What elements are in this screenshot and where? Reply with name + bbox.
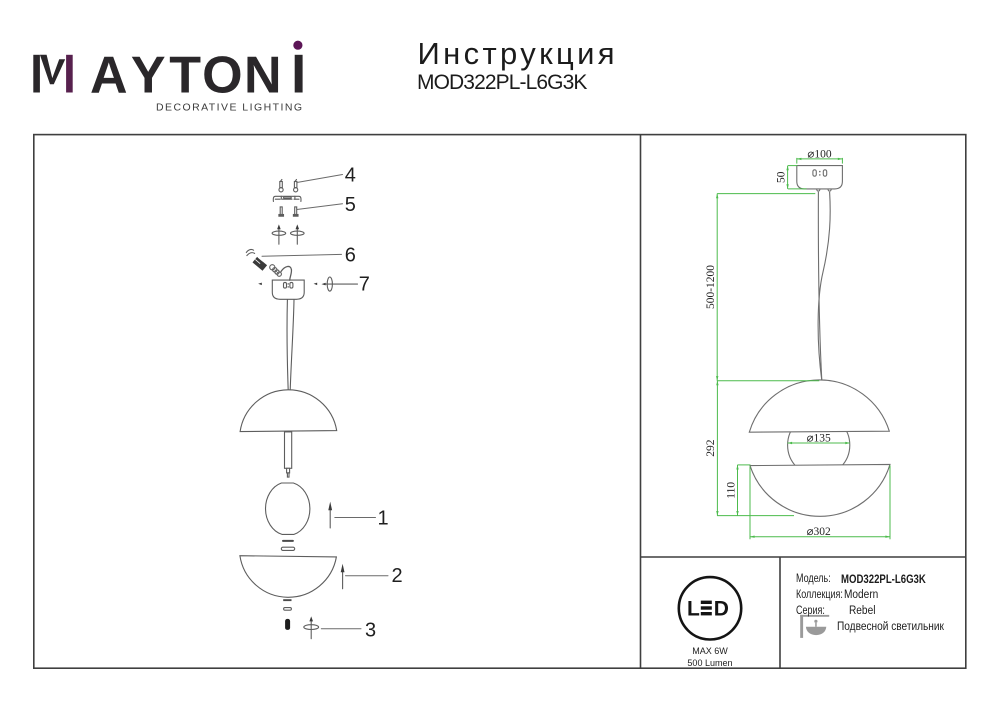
dim-body-height: 292 (705, 439, 717, 457)
bowl-ring (283, 607, 292, 611)
led-luminous-flux: 500 Lumen (687, 658, 733, 670)
part-labels: 1 2 3 4 5 6 7 (345, 165, 403, 642)
bracket-screws (278, 206, 299, 217)
finial (285, 618, 291, 630)
dim-sphere-diameter: ⌀135 (807, 432, 831, 444)
maytoni-logo: A Y T O N DECORATIVE LIGHTING (33, 40, 304, 114)
logo-letter-i (293, 40, 303, 93)
dim-canopy-diameter: ⌀100 (807, 148, 831, 160)
spec-label-model: Модель: (795, 572, 831, 585)
part-label-6: 6 (345, 245, 356, 267)
part-label-7: 7 (359, 273, 370, 295)
leader-lines (261, 174, 389, 630)
dim-canopy (796, 165, 843, 190)
canopy-exploded (258, 279, 318, 300)
anchor-screws (278, 178, 299, 193)
page-model-code: MOD322PL-L6G3K (417, 71, 587, 94)
dimension-lines (716, 157, 891, 540)
dim-canopy-height: 50 (775, 171, 787, 183)
canopy-side-screw (321, 276, 359, 292)
dim-cable (817, 191, 823, 381)
logo-letter: O (202, 47, 242, 105)
led-badge: L D (677, 575, 743, 641)
logo-tagline: DECORATIVE LIGHTING (156, 102, 304, 114)
spec-label-collection: Коллекция: (795, 588, 843, 601)
led-text-e (700, 600, 712, 616)
dim-bowl-height: 110 (725, 482, 737, 499)
suspension-cable-exploded (286, 299, 295, 391)
logo-m-purple-bar (66, 54, 73, 93)
dim-bowl (749, 463, 891, 517)
panel-frames (32, 133, 967, 669)
spec-value-model: MOD322PL-L6G3K (841, 572, 927, 587)
dimension-drawing (748, 165, 891, 517)
part-label-4: 4 (345, 165, 356, 187)
exploded-diagram (239, 174, 389, 640)
page-title: Инструкция (417, 36, 618, 71)
logo-letter: T (169, 47, 201, 105)
logo-i-dot (293, 40, 303, 50)
logo-letter: N (244, 47, 282, 105)
part-label-2: 2 (391, 565, 402, 587)
bulb-socket-ring (280, 546, 296, 551)
led-text-d: D (714, 598, 729, 621)
part-label-3: 3 (365, 620, 376, 642)
assembly-arrows (328, 501, 345, 590)
part-label-5: 5 (345, 194, 356, 216)
screw-rotation-symbols (271, 224, 305, 245)
pendant-lamp-icon (800, 614, 830, 638)
bulb-contact (282, 539, 294, 542)
logo-letter: A (90, 47, 128, 105)
led-max-power: MAX 6W (692, 645, 728, 657)
spec-label-series: Серия: (795, 605, 825, 618)
led-text-l: L (687, 598, 700, 621)
finial-rotation-symbol (303, 616, 320, 640)
logo-letter-m (33, 54, 73, 93)
bulb-exploded (265, 482, 311, 535)
spec-value-series: Rebel (849, 605, 876, 618)
bowl-contact (283, 599, 292, 602)
dim-overall-diameter: ⌀302 (807, 526, 831, 538)
logo-letter: Y (131, 47, 166, 105)
part-label-1: 1 (377, 508, 388, 530)
dimension-labels: ⌀100 50 500-1200 292 110 ⌀135 ⌀302 (705, 148, 832, 538)
dim-suspension-range: 500-1200 (705, 265, 717, 309)
spec-fixture-type: Подвесной светильник (837, 621, 945, 634)
lower-bowl-exploded (239, 555, 338, 598)
upper-dome-exploded (239, 389, 338, 433)
spec-value-collection: Modern (843, 588, 878, 601)
power-cord (245, 248, 293, 281)
stem-exploded (283, 431, 293, 478)
mounting-bracket (272, 195, 302, 203)
outer-frame (32, 133, 967, 669)
dim-dome (748, 379, 891, 433)
